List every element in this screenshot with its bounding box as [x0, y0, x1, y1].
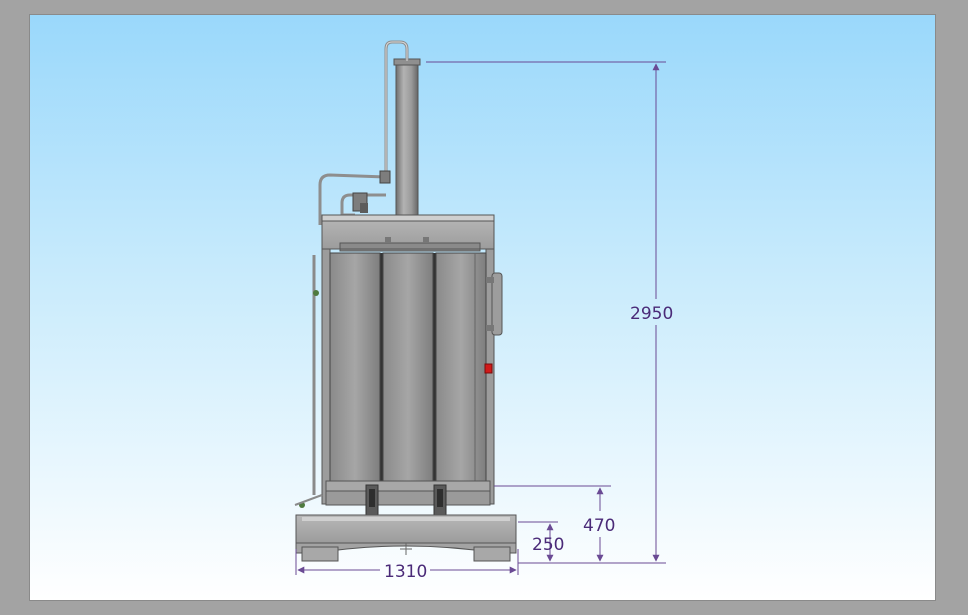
red-indicator-light — [484, 363, 493, 374]
baler-technical-drawing: 2950 470 250 1310 — [294, 40, 673, 582]
door-panels — [329, 252, 487, 482]
dimension-lines — [295, 61, 666, 575]
dimension-width: 1310 — [384, 562, 427, 582]
hydraulic-cylinder — [393, 58, 421, 220]
baler-head — [321, 214, 495, 252]
pipe-outline — [385, 41, 408, 173]
valve-block — [352, 170, 391, 213]
dimension-upper-height: 470 — [583, 516, 615, 536]
dimension-base-height: 250 — [532, 535, 564, 555]
base-pallet — [295, 514, 517, 562]
dimension-total-height: 2950 — [630, 304, 673, 324]
side-fitting — [313, 290, 319, 296]
drawing-viewport[interactable]: 2950 470 250 1310 — [29, 14, 936, 601]
door-handle — [486, 272, 503, 336]
